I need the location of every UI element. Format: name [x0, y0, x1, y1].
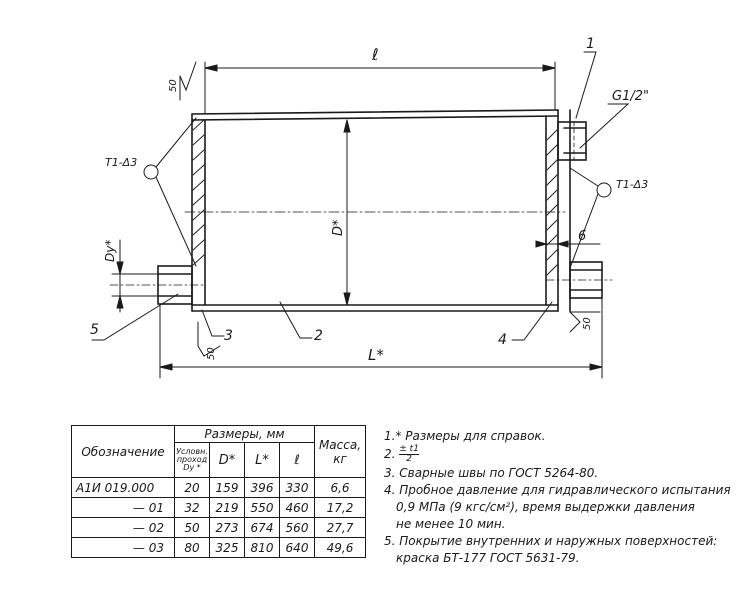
note-2-prefix: 2.	[384, 447, 396, 461]
note-2: 2. ± t1 2	[384, 445, 750, 464]
callout-leaders	[91, 51, 630, 341]
cell-l: 640	[279, 537, 315, 558]
table-row: — 02 50 273 674 560 27,7	[71, 517, 366, 538]
rough-top-label: 50	[168, 79, 179, 92]
roughness-top	[179, 61, 197, 101]
header-dn: Условн. проход Dу *	[174, 442, 210, 478]
dim-l-line	[204, 61, 556, 115]
cell-D: 159	[209, 477, 245, 498]
callout-5: 5	[90, 322, 99, 338]
dim-6-line	[535, 240, 601, 248]
hatching-left	[192, 119, 205, 266]
weld-right-leader	[569, 167, 612, 269]
cell-L: 810	[244, 537, 280, 558]
roughness-bottom-right	[569, 311, 601, 333]
cell-D: 219	[209, 497, 245, 518]
dim-D-line	[343, 119, 351, 306]
cell-mass: 6,6	[314, 477, 366, 498]
cell-l: 560	[279, 517, 315, 538]
note-4-line2: 0,9 МПа (9 кгс/см²), время выдержки давл…	[396, 500, 695, 514]
header-D: D*	[209, 442, 245, 478]
header-mass-text: Масса,	[318, 437, 362, 452]
dim-L-line	[159, 297, 603, 379]
header-L: L*	[244, 442, 280, 478]
header-dn-line3: Dу *	[183, 463, 201, 472]
right-nozzle	[545, 261, 613, 299]
header-dimensions: Размеры, мм	[174, 425, 315, 443]
note-2-numerator: ± t1	[399, 444, 419, 455]
header-designation: Обозначение	[71, 425, 175, 478]
cell-D: 273	[209, 517, 245, 538]
cell-dn: 80	[174, 537, 210, 558]
weld-left-label: Т1-Δ3	[105, 156, 137, 169]
cell-L: 550	[244, 497, 280, 518]
cell-D: 325	[209, 537, 245, 558]
header-mass: Масса, кг	[314, 425, 366, 478]
cell-dn: 20	[174, 477, 210, 498]
note-4-line3: не менее 10 мин.	[396, 517, 506, 531]
callout-3: 3	[224, 328, 233, 344]
cell-L: 674	[244, 517, 280, 538]
note-2-fraction: ± t1 2	[399, 445, 419, 464]
header-dn-line1: Условн.	[176, 447, 208, 456]
cell-l: 460	[279, 497, 315, 518]
cell-designation: — 01	[71, 497, 175, 518]
weld-right-label: Т1-Δ3	[616, 178, 648, 191]
cell-mass: 27,7	[314, 517, 366, 538]
note-4-line1: 4. Пробное давление для гидравлического …	[384, 483, 731, 497]
cell-dn: 50	[174, 517, 210, 538]
note-2-denominator: 2	[406, 454, 412, 464]
rough-bottom-left-label: 50	[206, 347, 217, 360]
rough-bottom-right-label: 50	[582, 317, 593, 330]
callout-2: 2	[314, 328, 323, 344]
callout-4: 4	[498, 332, 507, 348]
specification-table: Обозначение Размеры, мм Масса, кг Условн…	[71, 425, 366, 558]
cell-mass: 49,6	[314, 537, 366, 558]
header-l: ℓ	[279, 442, 315, 478]
technical-notes: 1.* Размеры для справок. 2. ± t1 2 3. Св…	[384, 428, 750, 567]
note-5-line1: 5. Покрытие внутренних и наружных поверх…	[384, 534, 718, 548]
dim-Dy-line	[111, 239, 161, 313]
cell-designation: А1И 019.000	[71, 477, 175, 498]
note-5-line2: краска БТ-177 ГОСТ 5631-79.	[396, 551, 580, 565]
dim-L-label: L*	[368, 346, 384, 364]
header-dn-line2: проход	[176, 455, 208, 464]
header-mass-unit: кг	[333, 451, 347, 466]
cell-dn: 32	[174, 497, 210, 518]
hatching-right	[546, 129, 558, 276]
weld-left-leader	[143, 117, 197, 267]
note-3: 3. Сварные швы по ГОСТ 5264-80.	[384, 466, 599, 480]
cell-designation: — 02	[71, 517, 175, 538]
note-1: 1.* Размеры для справок.	[384, 429, 546, 443]
thread-label: G1/2"	[612, 89, 649, 104]
callout-1: 1	[586, 36, 595, 52]
dim-6-label: 6	[578, 229, 586, 244]
roughness-bottom-left	[197, 321, 221, 357]
cell-mass: 17,2	[314, 497, 366, 518]
table-row: А1И 019.000 20 159 396 330 6,6	[71, 477, 366, 498]
dim-Dy-label: Dу*	[103, 240, 117, 262]
left-nozzle	[109, 265, 206, 305]
shell-body	[191, 109, 571, 312]
dim-D-label: D*	[331, 219, 346, 236]
top-fitting	[557, 121, 587, 161]
table-row: — 03 80 325 810 640 49,6	[71, 537, 366, 558]
cell-L: 396	[244, 477, 280, 498]
cell-designation: — 03	[71, 537, 175, 558]
cell-l: 330	[279, 477, 315, 498]
table-row: — 01 32 219 550 460 17,2	[71, 497, 366, 518]
dim-l-label: ℓ	[371, 45, 379, 64]
